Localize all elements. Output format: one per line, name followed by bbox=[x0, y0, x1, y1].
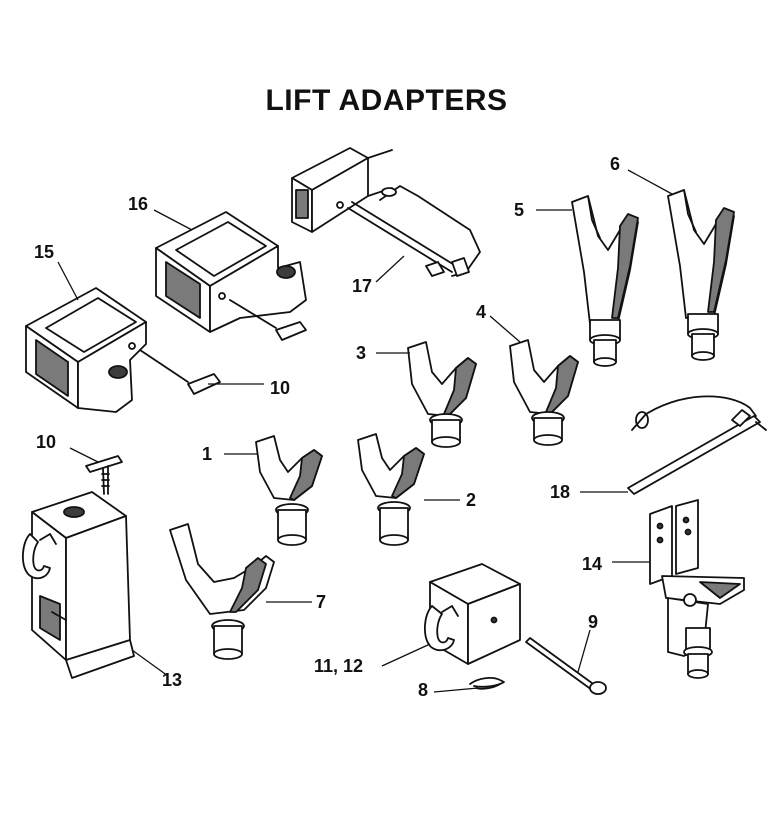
callout-14: 14 bbox=[582, 554, 602, 574]
callout-7: 7 bbox=[316, 592, 326, 612]
part-10-t-pin bbox=[85, 455, 123, 495]
part-3-medium-adapter bbox=[407, 341, 477, 448]
leader-lines bbox=[57, 169, 673, 693]
callout-10-center: 10 bbox=[270, 378, 290, 398]
part-13-hook-block bbox=[22, 491, 135, 679]
part-5-tall-adapter bbox=[571, 195, 639, 367]
part-4-medium-adapter bbox=[509, 339, 579, 446]
callout-9: 9 bbox=[588, 612, 598, 632]
callout-17: 17 bbox=[352, 276, 372, 296]
callout-2: 2 bbox=[466, 490, 476, 510]
callout-13: 13 bbox=[162, 670, 182, 690]
part-17-tube-pin bbox=[291, 147, 481, 277]
callout-4: 4 bbox=[476, 302, 486, 322]
part-18-long-pin bbox=[627, 395, 767, 495]
part-16-adapter-sleeve bbox=[155, 211, 307, 341]
callout-labels: 1 2 3 4 5 6 7 8 9 10 10 11, 12 13 14 15 … bbox=[34, 154, 620, 700]
callout-15: 15 bbox=[34, 242, 54, 262]
part-7-wide-adapter bbox=[169, 523, 275, 660]
callout-10-left: 10 bbox=[36, 432, 56, 452]
part-2-short-adapter bbox=[357, 433, 425, 546]
part-8-clip bbox=[469, 677, 505, 690]
callout-18: 18 bbox=[550, 482, 570, 502]
part-15-adapter-sleeve bbox=[25, 287, 221, 413]
part-6-tall-adapter bbox=[667, 189, 735, 361]
part-9-straight-pin bbox=[525, 637, 607, 695]
part-14-bracket-adapter bbox=[649, 499, 745, 679]
callout-11-12: 11, 12 bbox=[314, 656, 363, 676]
callout-6: 6 bbox=[610, 154, 620, 174]
diagram-title: LIFT ADAPTERS bbox=[265, 84, 508, 117]
callout-8: 8 bbox=[418, 680, 428, 700]
part-1-short-adapter bbox=[255, 435, 323, 546]
callout-3: 3 bbox=[356, 343, 366, 363]
part-11-12-cube-hook bbox=[424, 563, 521, 665]
callout-1: 1 bbox=[202, 444, 212, 464]
callout-5: 5 bbox=[514, 200, 524, 220]
callout-16: 16 bbox=[128, 194, 148, 214]
